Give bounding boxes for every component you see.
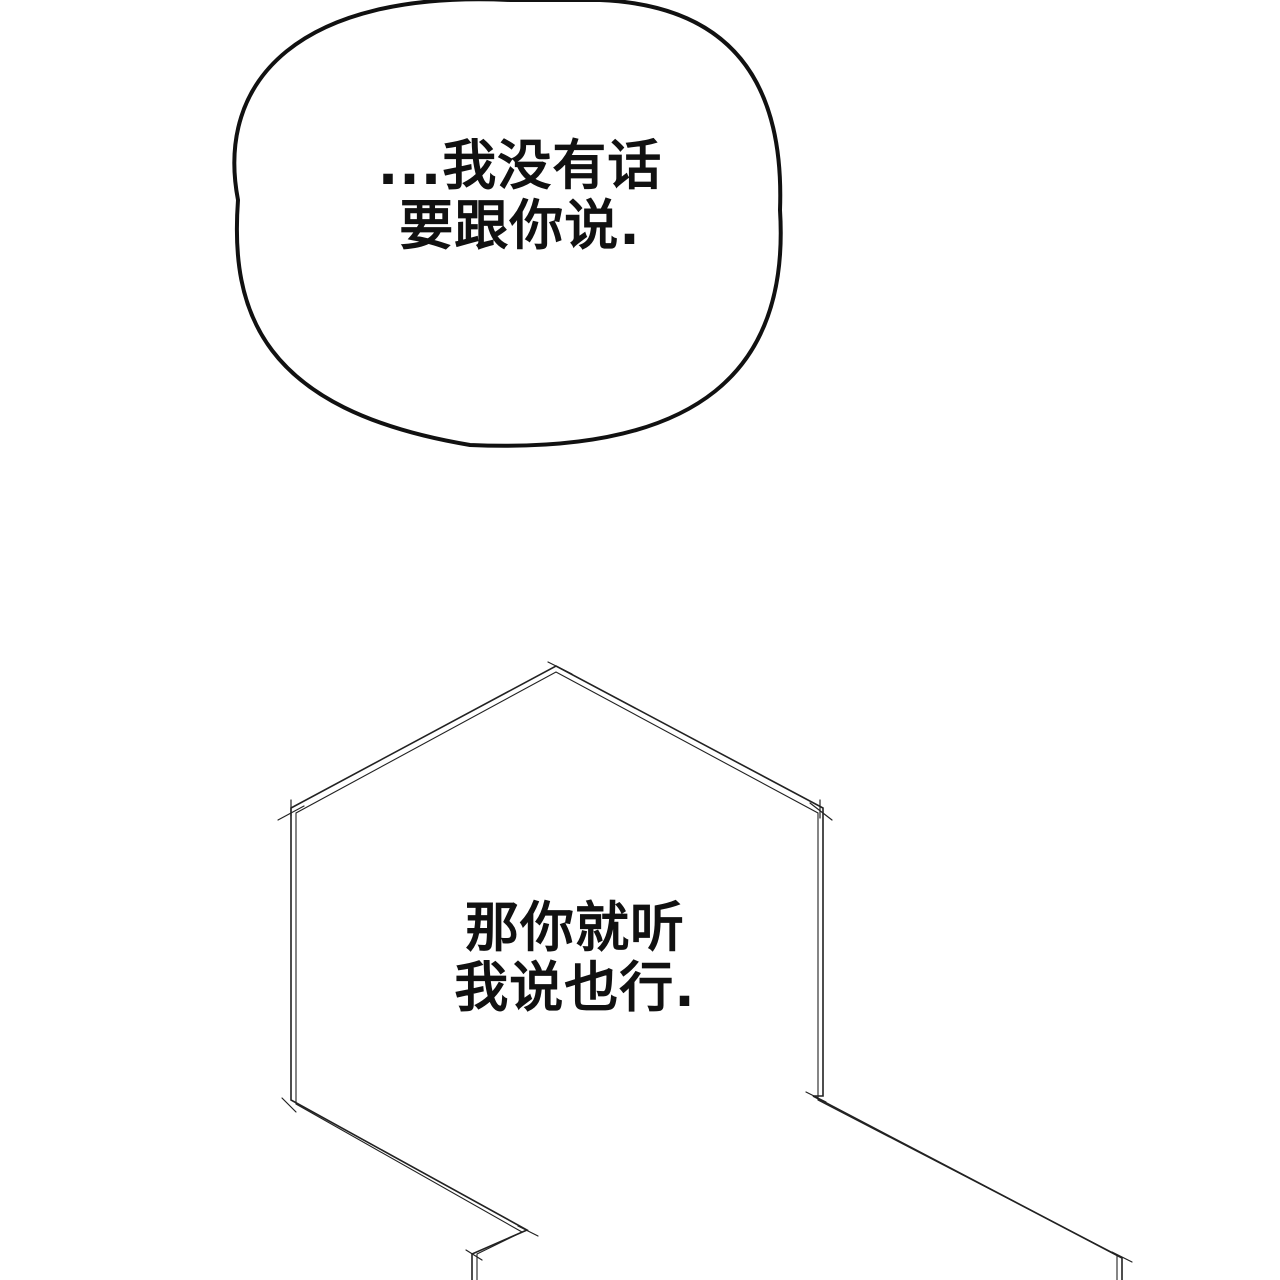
angular-bubble-dialogue: 那你就听 我说也行. xyxy=(390,898,760,1018)
sketch-mark xyxy=(281,1097,297,1113)
angular-bubble-outline-inner xyxy=(295,671,1118,1280)
sketch-mark xyxy=(1111,1251,1133,1263)
sketch-mark xyxy=(805,1091,827,1103)
sketch-mark xyxy=(809,802,833,821)
dialogue-line: ...我没有话 xyxy=(377,134,663,197)
sketch-mark xyxy=(547,661,573,675)
sketch-mark xyxy=(517,1225,539,1237)
dialogue-line: 我说也行. xyxy=(454,956,696,1019)
dialogue-line: 要跟你说. xyxy=(399,194,641,257)
round-bubble-dialogue: ...我没有话 要跟你说. xyxy=(330,136,710,256)
sketch-mark xyxy=(465,1249,483,1261)
dialogue-line: 那你就听 xyxy=(465,896,685,959)
angular-speech-bubble xyxy=(277,661,1133,1280)
round-speech-bubble xyxy=(232,0,783,448)
